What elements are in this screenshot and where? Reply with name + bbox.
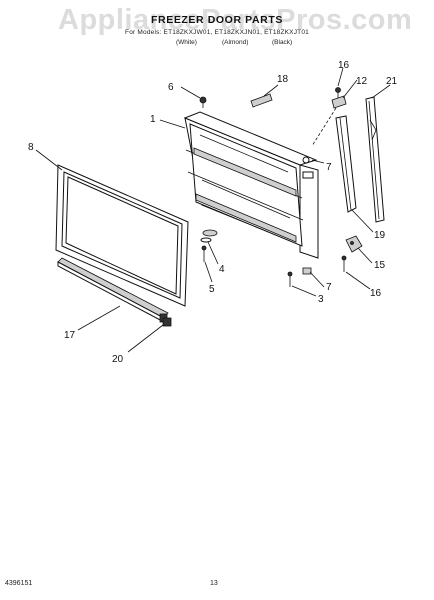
diagram-title: FREEZER DOOR PARTS [151, 14, 283, 26]
trim-end-cap [162, 317, 172, 327]
screw-6 [199, 96, 207, 108]
callout-5: 5 [209, 284, 215, 295]
bottom-hinge [341, 235, 363, 272]
callout-19: 19 [374, 230, 386, 241]
callout-8: 8 [28, 142, 34, 153]
callout-20: 20 [112, 354, 124, 365]
color-white: (White) [176, 39, 197, 46]
model-list: For Models: ET18ZKXJW01, ET18ZKXJN01, ET… [125, 29, 309, 36]
side-strip [365, 96, 385, 223]
door-handle-insert [250, 93, 273, 108]
hinge-screws-right [287, 156, 312, 287]
bottom-hinge-pieces [200, 229, 218, 262]
watermark: AppliancePartsPros.com [58, 4, 413, 36]
callout-17: 17 [64, 330, 76, 341]
top-hinge [311, 87, 347, 147]
callout-6: 6 [168, 82, 174, 93]
callout-15: 15 [374, 260, 386, 271]
callout-18: 18 [277, 74, 289, 85]
callout-7-bottom: 7 [326, 282, 332, 293]
color-black: (Black) [272, 39, 293, 46]
leader-lines [35, 67, 391, 353]
callout-4: 4 [219, 264, 225, 275]
door-gasket [55, 164, 189, 307]
callout-16-top: 16 [338, 60, 350, 71]
color-almond: (Almond) [222, 39, 249, 46]
side-bracket [335, 115, 357, 213]
callout-16-bottom: 16 [370, 288, 382, 299]
callout-21: 21 [386, 76, 398, 87]
footer-page-number: 13 [210, 580, 218, 587]
callout-7-top: 7 [326, 162, 332, 173]
footer-part-number: 4396151 [5, 580, 33, 587]
freezer-door-panel [183, 111, 319, 259]
callout-1: 1 [150, 114, 156, 125]
callout-12: 12 [356, 76, 368, 87]
callout-labels: 1 3 4 5 6 7 7 8 12 15 16 16 17 18 19 20 … [28, 60, 398, 365]
callout-3: 3 [318, 294, 324, 305]
